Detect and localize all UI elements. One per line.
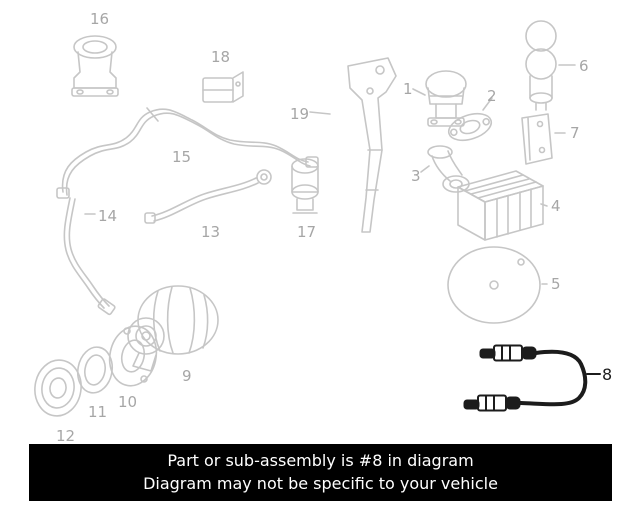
part-18-drawing <box>202 71 244 103</box>
part-label-17: 17 <box>297 223 317 241</box>
part-label-2: 2 <box>487 87 497 105</box>
part-label-10: 10 <box>118 393 138 411</box>
part-label-7: 7 <box>570 124 580 142</box>
part-label-18: 18 <box>211 48 231 66</box>
part-16-drawing <box>71 35 119 97</box>
part-5-drawing <box>447 246 541 324</box>
part-13-drawing <box>144 169 272 224</box>
part-label-4: 4 <box>551 197 561 215</box>
part-label-15: 15 <box>172 148 192 166</box>
part-9-drawing <box>127 285 219 372</box>
caption-line-2: Diagram may not be specific to your vehi… <box>143 474 498 493</box>
caption-banner: Part or sub-assembly is #8 in diagram Di… <box>29 444 612 501</box>
leader-lines <box>84 64 576 285</box>
part-19-drawing <box>347 57 397 233</box>
caption-line-1: Part or sub-assembly is #8 in diagram <box>167 450 474 470</box>
part-15-drawing <box>56 107 319 199</box>
part-12-drawing <box>34 359 82 417</box>
part-label-11: 11 <box>88 403 108 421</box>
part-10-drawing <box>108 325 158 387</box>
part-14-drawing <box>63 197 116 316</box>
part-6-drawing <box>525 20 557 111</box>
part-label-13: 13 <box>201 223 221 241</box>
part-label-3: 3 <box>411 167 421 185</box>
part-2-drawing <box>447 112 493 142</box>
part-label-9: 9 <box>182 367 192 385</box>
part-label-1: 1 <box>403 80 413 98</box>
part-label-5: 5 <box>551 275 561 293</box>
part-17-drawing <box>291 158 319 214</box>
part-label-14: 14 <box>98 207 118 225</box>
part-8-drawing <box>463 344 601 412</box>
part-4-drawing <box>457 170 544 241</box>
part-11-drawing <box>76 346 114 394</box>
part-label-12: 12 <box>56 427 76 445</box>
part-label-16: 16 <box>90 10 110 28</box>
part-label-19: 19 <box>290 105 310 123</box>
part-label-6: 6 <box>579 57 589 75</box>
part-7-drawing <box>521 113 553 165</box>
part-label-8: 8 <box>602 365 613 384</box>
